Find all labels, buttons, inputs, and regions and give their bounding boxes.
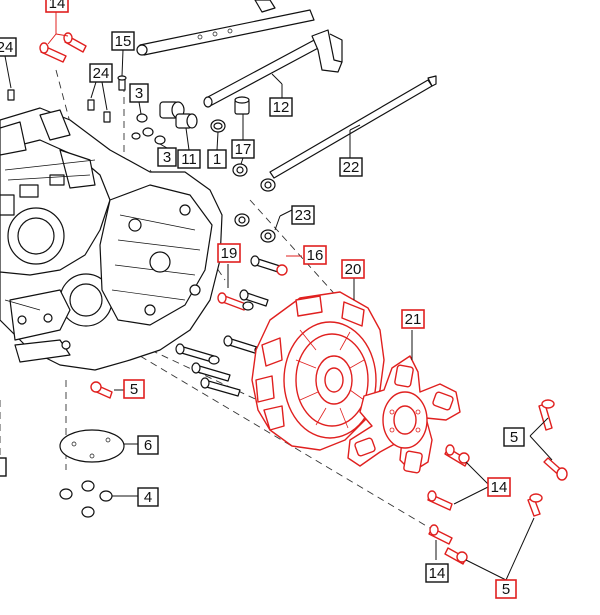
- svg-text:16: 16: [307, 247, 324, 264]
- callout-edge-fragment: [0, 457, 7, 477]
- callout-21: 21: [401, 309, 425, 329]
- callout-4: 4: [137, 487, 159, 507]
- svg-text:5: 5: [502, 581, 510, 598]
- bushings: [131, 96, 250, 145]
- callout-11: 11: [177, 127, 201, 169]
- callout-19: 19: [217, 243, 241, 263]
- svg-text:5: 5: [510, 429, 518, 446]
- svg-text:20: 20: [345, 261, 362, 278]
- svg-text:22: 22: [343, 159, 360, 176]
- callout-5-left: 5: [123, 379, 145, 399]
- callout-12: 12: [269, 97, 293, 117]
- bolts-5-bottom: [444, 493, 543, 581]
- small-fittings: [7, 75, 293, 243]
- callout-5-bottom: 5: [495, 579, 517, 599]
- rod-22: [269, 75, 437, 179]
- callout-20: 20: [341, 259, 365, 279]
- callout-24-mid: 24: [89, 63, 113, 111]
- svg-text:23: 23: [295, 207, 312, 224]
- callout-6: 6: [137, 435, 159, 455]
- svg-text:3: 3: [163, 149, 171, 166]
- bolt-16: [276, 255, 302, 276]
- bolts-14-top: [39, 12, 87, 63]
- callout-14-top: 14: [45, 0, 69, 13]
- svg-text:24: 24: [93, 65, 110, 82]
- svg-text:14: 14: [491, 479, 508, 496]
- bolt-19: [217, 264, 254, 311]
- svg-text:14: 14: [49, 0, 66, 12]
- svg-text:11: 11: [181, 151, 197, 168]
- callout-1: 1: [207, 131, 227, 169]
- bolts-14-right: [427, 444, 491, 511]
- svg-text:5: 5: [130, 381, 138, 398]
- svg-text:1: 1: [213, 151, 221, 168]
- shift-rod-12: [203, 29, 343, 108]
- svg-text:17: 17: [235, 141, 252, 158]
- bolts-14-bottom: [428, 524, 453, 560]
- bolts-5-right: [529, 399, 568, 481]
- callout-14-right: 14: [487, 477, 511, 497]
- svg-text:3: 3: [135, 85, 143, 102]
- clutch-pressure-plate: [251, 276, 385, 451]
- bolts-4: [59, 480, 138, 518]
- svg-text:14: 14: [429, 565, 446, 582]
- callout-16: 16: [303, 245, 327, 265]
- callout-24-left: 24: [0, 37, 17, 89]
- top-bracket: [254, 0, 276, 13]
- bolt-5-left: [90, 381, 124, 399]
- callout-23: 23: [291, 205, 315, 225]
- callout-5-right: 5: [503, 427, 525, 447]
- callout-22: 22: [339, 157, 363, 177]
- callout-3-a: 3: [129, 83, 149, 115]
- shaft-upper: [136, 9, 315, 56]
- svg-text:19: 19: [221, 245, 238, 262]
- svg-text:24: 24: [0, 39, 13, 56]
- svg-text:21: 21: [405, 311, 422, 328]
- callout-3-b: 3: [157, 143, 177, 167]
- svg-text:6: 6: [144, 437, 152, 454]
- callout-15: 15: [111, 31, 135, 77]
- clutch-disc: [347, 330, 461, 474]
- svg-text:12: 12: [273, 99, 290, 116]
- housing-bolts: [175, 255, 281, 397]
- cover-plate: [59, 429, 138, 463]
- svg-text:4: 4: [144, 489, 152, 506]
- callouts: 14 24 15 24 3 3: [0, 0, 525, 599]
- callout-14-bottom: 14: [425, 563, 449, 583]
- callout-17: 17: [231, 114, 255, 165]
- svg-text:15: 15: [115, 33, 132, 50]
- transmission-housing: [0, 107, 223, 371]
